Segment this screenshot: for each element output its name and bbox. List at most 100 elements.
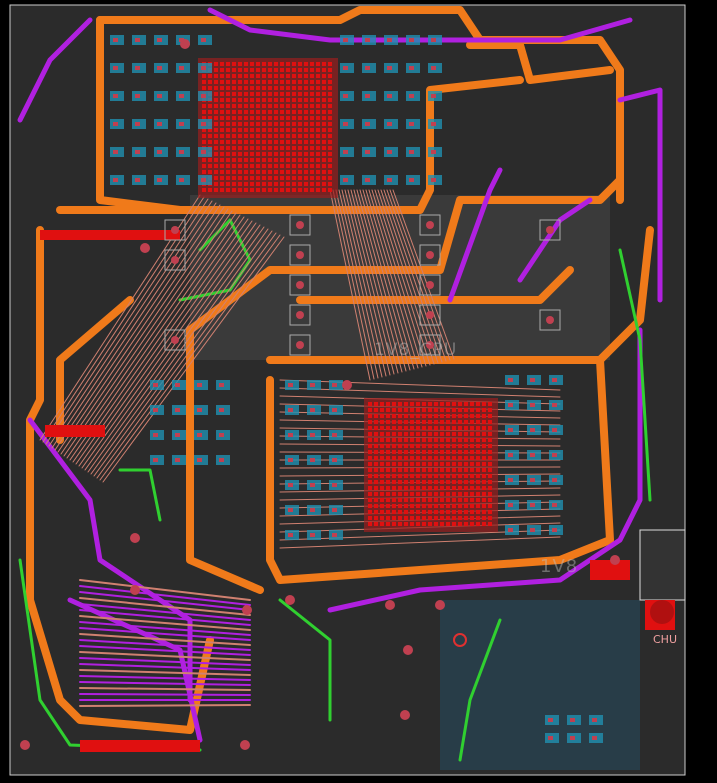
bga-ball <box>286 176 290 180</box>
bga-ball <box>476 498 480 502</box>
bga-ball <box>214 170 218 174</box>
bga-ball <box>416 414 420 418</box>
bga-ball <box>422 522 426 526</box>
bga-ball <box>482 474 486 478</box>
component-pad <box>201 66 206 70</box>
component-pad <box>343 66 348 70</box>
via-footprint <box>419 214 441 236</box>
bga-ball <box>428 498 432 502</box>
signal-trace <box>374 189 431 366</box>
bga-ball <box>392 420 396 424</box>
bga-ball <box>262 158 266 162</box>
bga-ball <box>244 92 248 96</box>
bga-ball <box>262 104 266 108</box>
bga-ball <box>428 438 432 442</box>
bga-ball <box>470 408 474 412</box>
bga-ball <box>440 480 444 484</box>
signal-trace <box>279 536 561 549</box>
bga-ball <box>440 402 444 406</box>
component-pad <box>113 178 118 182</box>
bga-ball <box>304 164 308 168</box>
bga-ball <box>458 516 462 520</box>
bga-ball <box>286 128 290 132</box>
mounting-via <box>285 595 295 605</box>
signal-trace <box>359 189 411 371</box>
bga-ball <box>374 498 378 502</box>
bga-ball <box>398 444 402 448</box>
bga-ball <box>262 122 266 126</box>
signal-trace <box>102 236 285 483</box>
component-pad <box>197 458 202 462</box>
bga-ball <box>464 504 468 508</box>
bga-ball <box>280 176 284 180</box>
bga-ball <box>464 444 468 448</box>
bga-ball <box>476 414 480 418</box>
bga-ball <box>328 170 332 174</box>
bga-ball <box>410 516 414 520</box>
bga-ball <box>482 492 486 496</box>
bga-ball <box>440 516 444 520</box>
bga-ball <box>398 486 402 490</box>
bga-ball <box>428 408 432 412</box>
bga-ball <box>250 164 254 168</box>
bga-ball <box>304 176 308 180</box>
bga-ball <box>464 426 468 430</box>
bga-ball <box>392 414 396 418</box>
copper-pour <box>45 425 105 437</box>
bga-ball <box>458 486 462 490</box>
bga-ball <box>374 450 378 454</box>
bga-ball <box>262 164 266 168</box>
component-pad <box>201 94 206 98</box>
bga-ball <box>250 122 254 126</box>
bga-ball <box>280 134 284 138</box>
signal-trace <box>79 681 251 686</box>
signal-trace <box>90 228 269 475</box>
bga-ball <box>298 116 302 120</box>
component-pad <box>157 38 162 42</box>
bga-ball <box>458 480 462 484</box>
component-pad <box>365 150 370 154</box>
bga-ball <box>440 486 444 490</box>
bga-ball <box>268 74 272 78</box>
signal-trace <box>79 597 251 616</box>
bga-ball <box>208 110 212 114</box>
bga-ball <box>476 450 480 454</box>
bga-ball <box>398 414 402 418</box>
bga-ball <box>392 498 396 502</box>
bga-ball <box>292 170 296 174</box>
component-pad <box>332 533 337 537</box>
bga-ball <box>410 462 414 466</box>
bga-ball <box>458 414 462 418</box>
component-pad <box>332 508 337 512</box>
bga-ball <box>316 152 320 156</box>
signal-trace <box>99 234 281 481</box>
bga-ball <box>440 426 444 430</box>
bga-ball <box>310 92 314 96</box>
bga-ball <box>280 116 284 120</box>
bga-ball <box>410 432 414 436</box>
bga-ball <box>482 462 486 466</box>
component-pad <box>288 483 293 487</box>
bga-ball <box>250 134 254 138</box>
bga-ball <box>464 522 468 526</box>
bga-ball <box>316 80 320 84</box>
bga-ball <box>368 402 372 406</box>
bga-ball <box>422 432 426 436</box>
bga-ball <box>298 128 302 132</box>
signal-trace <box>67 597 203 743</box>
bga-ball <box>328 140 332 144</box>
bga-ball <box>458 474 462 478</box>
bga-ball <box>476 486 480 490</box>
signal-trace <box>79 633 251 646</box>
bga-ball <box>256 158 260 162</box>
bga-ball <box>262 98 266 102</box>
bga-ball <box>446 522 450 526</box>
bga-ball <box>380 474 384 478</box>
bga-ball <box>202 164 206 168</box>
bga-ball <box>428 444 432 448</box>
bga-ball <box>256 164 260 168</box>
via-footprint <box>419 244 441 266</box>
component-pad <box>310 458 315 462</box>
bga-ball <box>304 158 308 162</box>
